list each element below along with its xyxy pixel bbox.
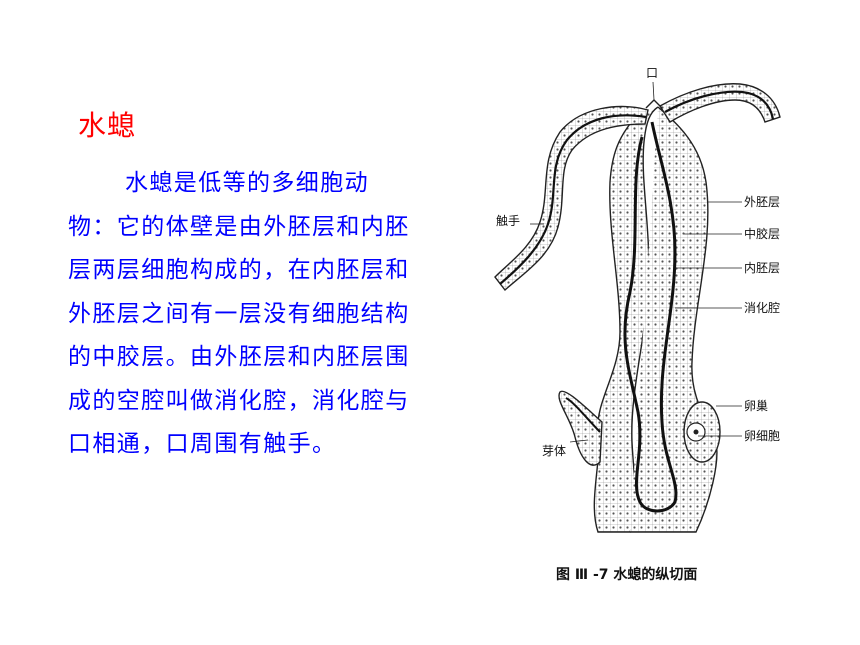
left-tentacle bbox=[494, 105, 649, 292]
left-tentacle-core bbox=[499, 114, 647, 285]
label-gastric-cavity: 消化腔 bbox=[744, 301, 781, 315]
bud bbox=[558, 390, 603, 466]
body-paragraph: 水螅是低等的多细胞动物：它的体壁是由外胚层和内胚层两层细胞构成的，在内胚层和外胚… bbox=[68, 170, 410, 457]
mouth-notch bbox=[645, 99, 663, 109]
bud-core bbox=[565, 397, 601, 433]
label-ovary: 卵巢 bbox=[744, 399, 769, 413]
gastric-cavity-line bbox=[623, 121, 678, 513]
hydra-longitudinal-section-figure: 口 触手 外胚层 中胶层 内胚层 消化腔 卵巢 卵细胞 芽体 bbox=[470, 62, 800, 602]
label-egg-cell: 卵细胞 bbox=[744, 429, 781, 443]
hydra-drawing bbox=[494, 81, 781, 533]
slide-title: 水螅 bbox=[78, 109, 137, 142]
right-tentacle bbox=[659, 83, 781, 123]
figure-caption: 图 Ⅲ -7 水螅的纵切面 bbox=[556, 567, 698, 583]
label-tentacle: 触手 bbox=[496, 214, 521, 228]
label-ectoderm: 外胚层 bbox=[744, 195, 781, 209]
leader-lines bbox=[530, 81, 742, 443]
label-bud: 芽体 bbox=[542, 444, 567, 458]
label-mesoglea: 中胶层 bbox=[744, 227, 781, 241]
right-tentacle-core bbox=[664, 90, 775, 120]
label-endoderm: 内胚层 bbox=[744, 261, 781, 275]
label-mouth: 口 bbox=[646, 66, 659, 80]
